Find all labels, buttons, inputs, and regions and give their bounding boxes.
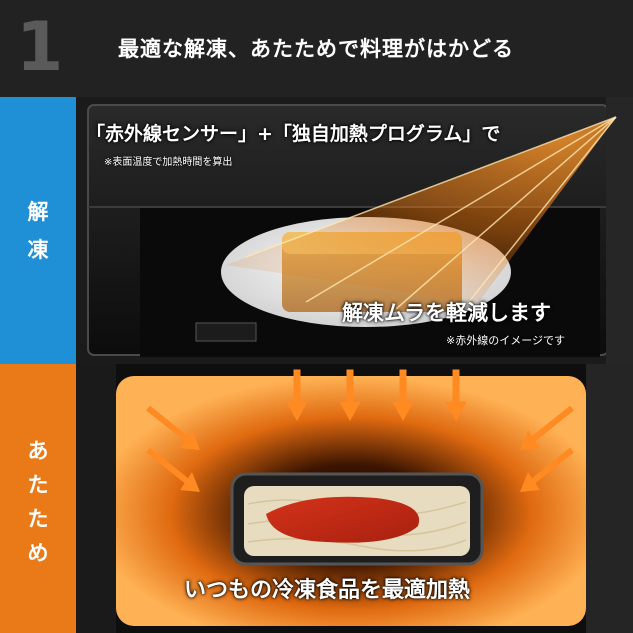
reheat-caption: いつもの冷凍食品を最適加熱 [184, 578, 471, 603]
defrost-subnote: ※表面温度で加熱時間を算出 [104, 157, 233, 168]
microwave-infrared-illustration [76, 97, 633, 364]
defrost-label-char-1: 解 [27, 200, 49, 224]
reheat-label-char-1: あ [27, 439, 49, 463]
header-title: 最適な解凍、あたためで料理がはかどる [118, 37, 514, 61]
defrost-result-note: ※赤外線のイメージです [446, 334, 565, 347]
reheat-scene: いつもの冷凍食品を最適加熱 [76, 364, 633, 633]
defrost-side-label: 解 凍 [0, 97, 76, 364]
defrost-label-char-2: 凍 [27, 238, 49, 262]
reheat-label-char-4: め [27, 541, 49, 565]
defrost-headline: 「赤外線センサー」+「独自加熱プログラム」で [86, 123, 501, 145]
defrost-result: 解凍ムラを軽減します [342, 301, 551, 325]
defrost-section: 解 凍 [0, 97, 633, 364]
reheat-section: あ た た め [0, 364, 633, 633]
reheat-label-char-3: た [27, 507, 49, 531]
step-number: 1 [16, 8, 64, 87]
header-bar: 1 最適な解凍、あたためで料理がはかどる [0, 0, 633, 97]
microwave-heating-illustration [76, 364, 633, 633]
defrost-scene: 「赤外線センサー」+「独自加熱プログラム」で ※表面温度で加熱時間を算出 解凍ム… [76, 97, 633, 364]
reheat-side-label: あ た た め [0, 364, 76, 633]
reheat-label-char-2: た [27, 473, 49, 497]
